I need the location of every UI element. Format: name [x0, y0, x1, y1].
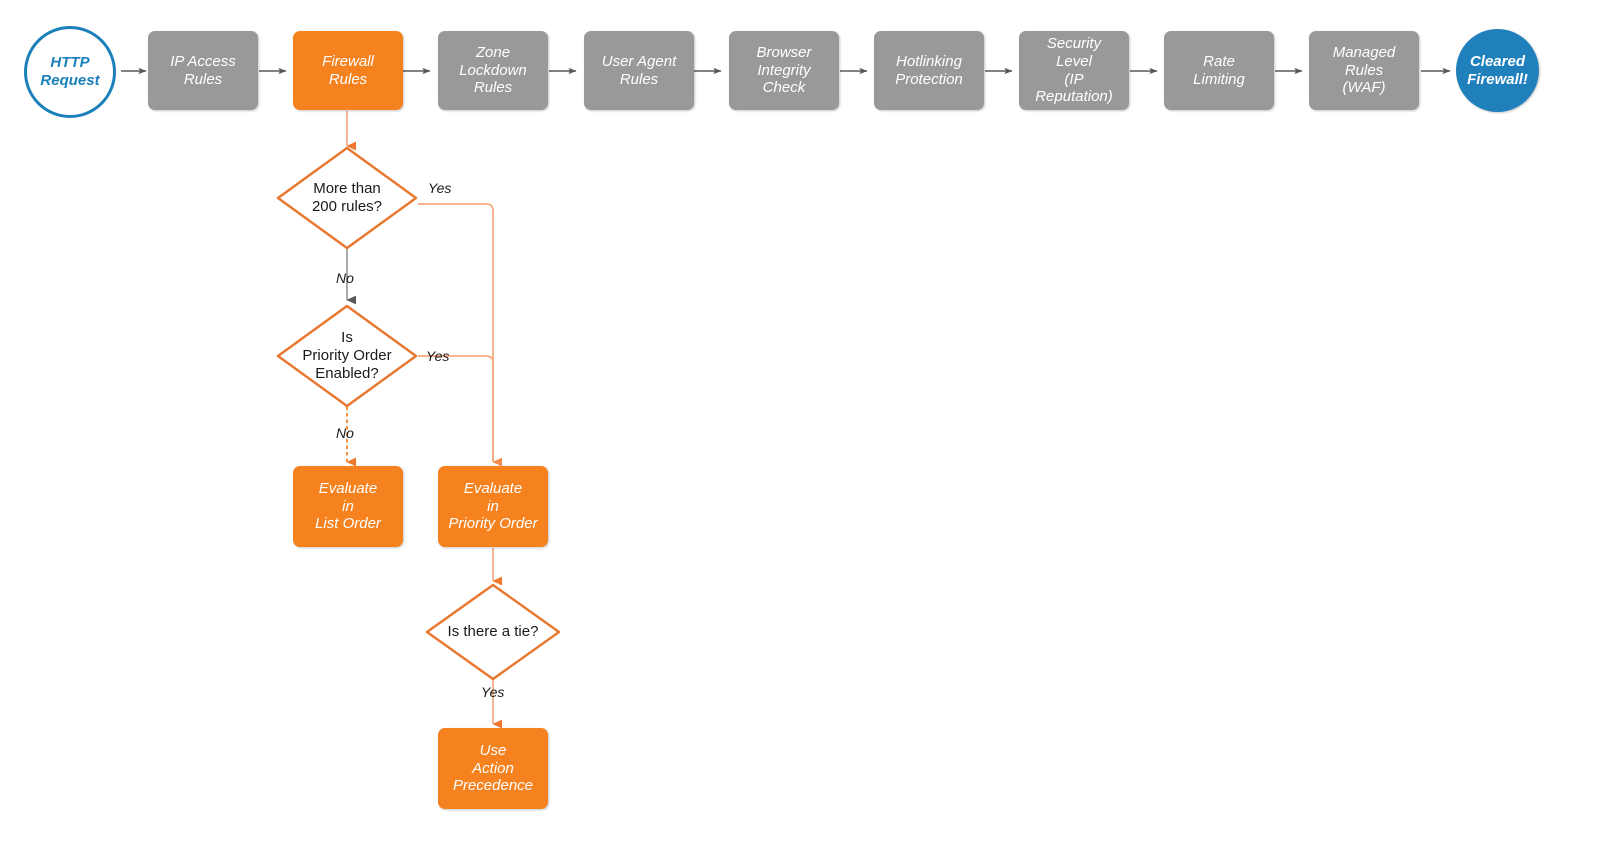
- node-rate-limiting[interactable]: Rate Limiting: [1164, 31, 1274, 110]
- node-user-agent-rules[interactable]: User Agent Rules: [584, 31, 694, 110]
- node-cleared-firewall-label: Cleared Firewall!: [1467, 52, 1528, 88]
- node-security-level-label: Security Level (IP Reputation): [1035, 35, 1113, 106]
- decision-is-priority-order-enabled[interactable]: Is Priority Order Enabled?: [276, 304, 418, 408]
- node-hotlinking-protection[interactable]: Hotlinking Protection: [874, 31, 984, 110]
- decision-more-than-200-rules[interactable]: More than 200 rules?: [276, 146, 418, 250]
- node-zone-lockdown-rules-label: Zone Lockdown Rules: [459, 43, 527, 97]
- edge-label-yes-2: Yes: [426, 348, 450, 364]
- node-security-level[interactable]: Security Level (IP Reputation): [1019, 31, 1129, 110]
- node-firewall-rules-label: Firewall Rules: [322, 52, 374, 88]
- edge-label-no-1: No: [336, 270, 354, 286]
- node-user-agent-rules-label: User Agent Rules: [601, 52, 677, 88]
- node-zone-lockdown-rules[interactable]: Zone Lockdown Rules: [438, 31, 548, 110]
- node-browser-integrity-check-label: Browser Integrity Check: [756, 43, 812, 97]
- decision-is-priority-order-enabled-label: Is Priority Order Enabled?: [302, 329, 392, 382]
- node-http-request[interactable]: HTTP Request: [24, 26, 116, 118]
- outcome-evaluate-in-list-order[interactable]: Evaluate in List Order: [293, 466, 403, 547]
- edge-decision2-yes: [418, 355, 494, 462]
- outcome-use-action-precedence[interactable]: Use Action Precedence: [438, 728, 548, 809]
- node-ip-access-rules[interactable]: IP Access Rules: [148, 31, 258, 110]
- edge-label-yes-3: Yes: [481, 684, 505, 700]
- node-managed-rules-waf-label: Managed Rules (WAF): [1332, 43, 1396, 97]
- decision-more-than-200-rules-label: More than 200 rules?: [311, 180, 383, 215]
- outcome-evaluate-in-priority-order-label: Evaluate in Priority Order: [448, 479, 538, 533]
- outcome-evaluate-in-list-order-label: Evaluate in List Order: [315, 479, 381, 533]
- node-ip-access-rules-label: IP Access Rules: [170, 52, 236, 88]
- edge-decision1-yes: [418, 203, 502, 467]
- node-http-request-label: HTTP Request: [40, 54, 100, 89]
- outcome-use-action-precedence-label: Use Action Precedence: [452, 741, 534, 795]
- outcome-evaluate-in-priority-order[interactable]: Evaluate in Priority Order: [438, 466, 548, 547]
- node-cleared-firewall[interactable]: Cleared Firewall!: [1456, 29, 1539, 112]
- decision-more-than-200-rules-shape: [276, 146, 418, 250]
- edge-label-yes-1: Yes: [428, 180, 452, 196]
- decision-is-priority-order-enabled-shape: [276, 304, 418, 408]
- decision-is-there-a-tie-label: Is there a tie?: [447, 623, 539, 640]
- node-firewall-rules[interactable]: Firewall Rules: [293, 31, 403, 110]
- node-rate-limiting-label: Rate Limiting: [1193, 52, 1245, 88]
- node-managed-rules-waf[interactable]: Managed Rules (WAF): [1309, 31, 1419, 110]
- edge-label-no-2: No: [336, 425, 354, 441]
- node-hotlinking-protection-label: Hotlinking Protection: [895, 52, 963, 88]
- decision-is-there-a-tie-shape: [425, 583, 561, 681]
- node-browser-integrity-check[interactable]: Browser Integrity Check: [729, 31, 839, 110]
- decision-is-there-a-tie[interactable]: Is there a tie?: [425, 583, 561, 681]
